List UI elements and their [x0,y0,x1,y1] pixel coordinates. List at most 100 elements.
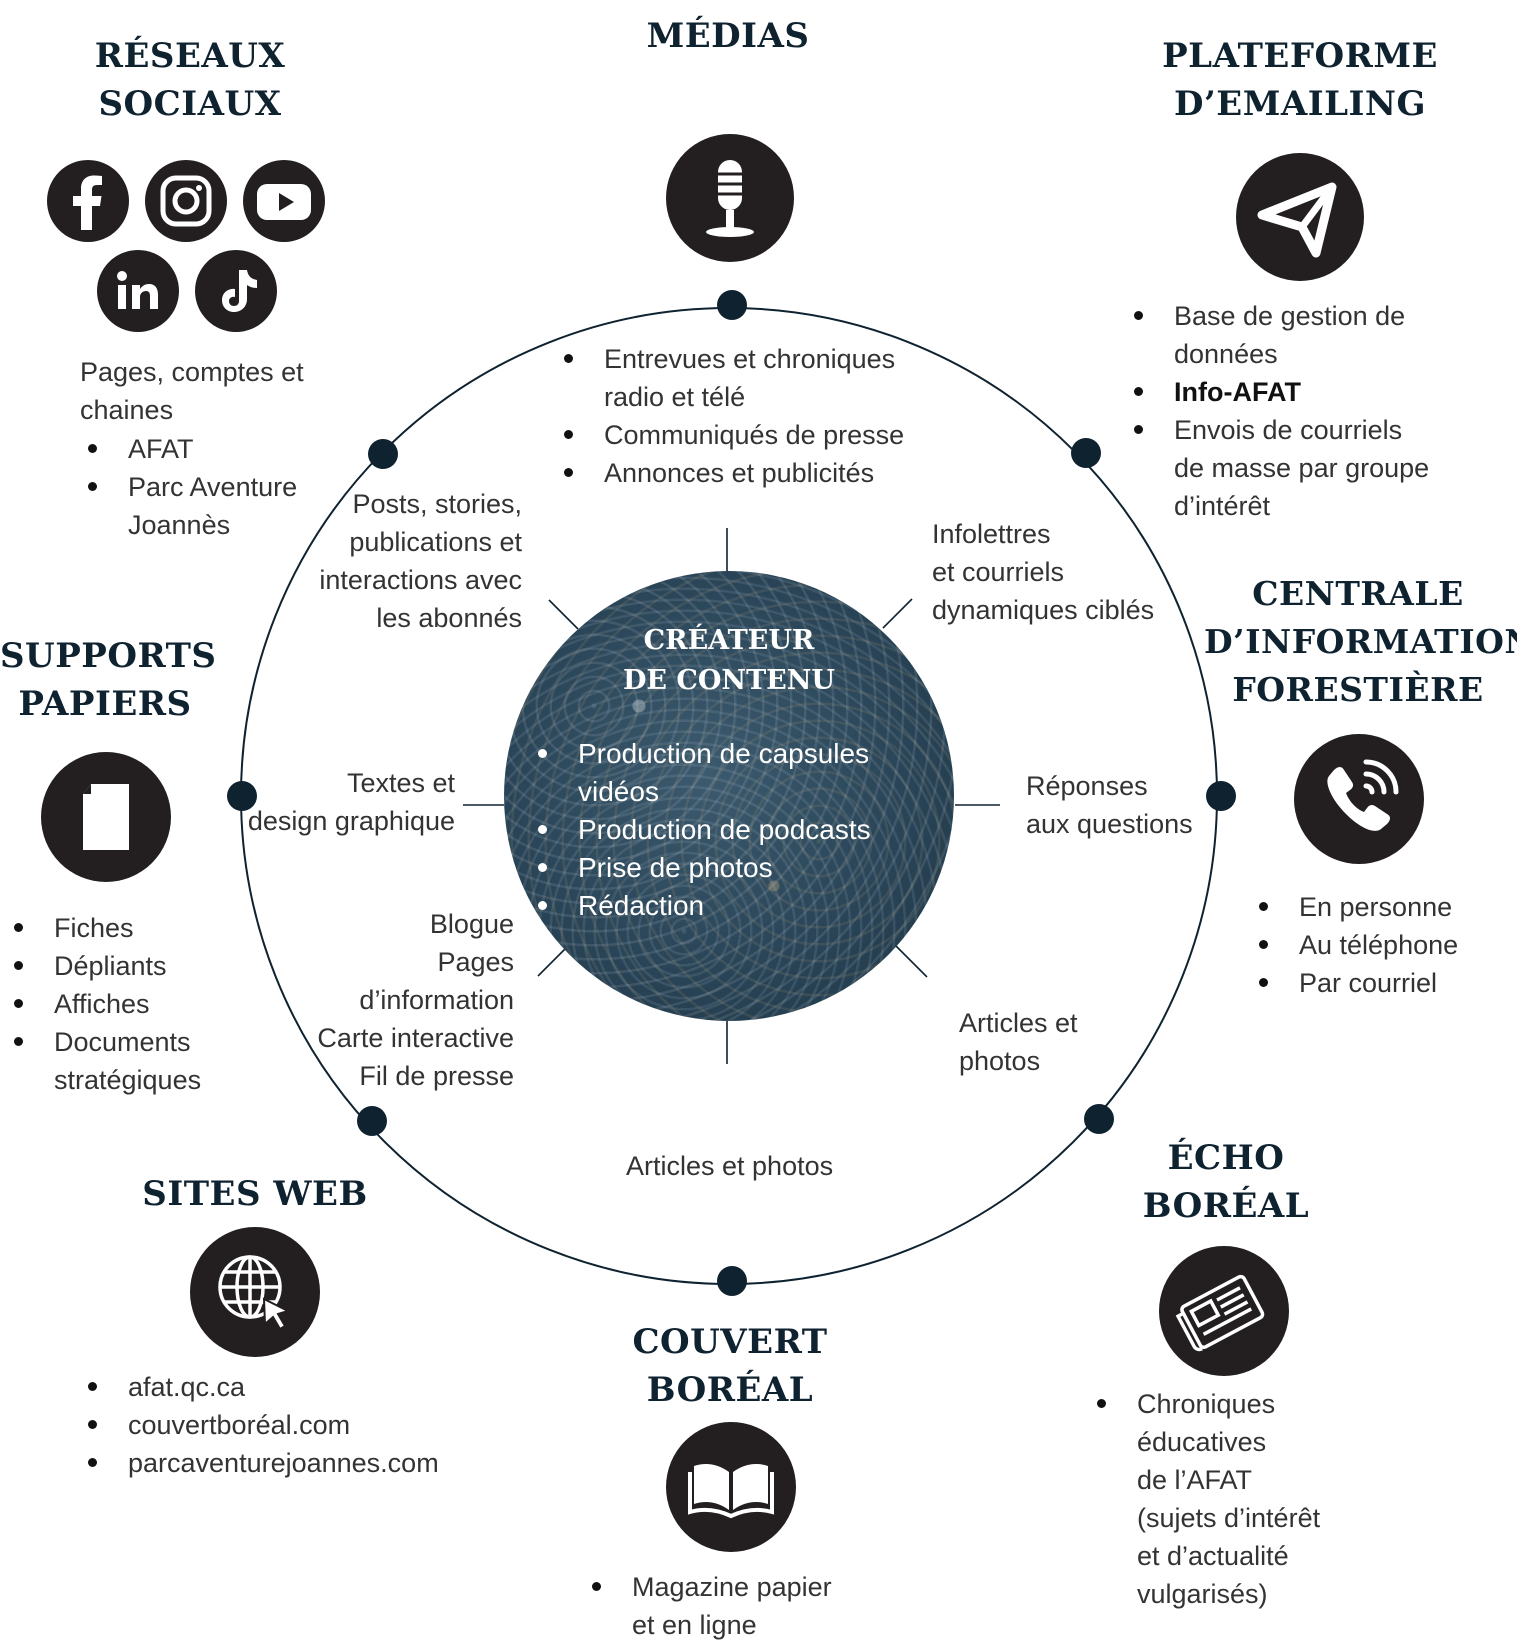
list-item: Affiches [6,985,201,1023]
reseaux-title-line2: SOCIAUX [98,84,282,124]
facebook-icon [47,160,129,242]
list-item: Base de gestion de données [1126,297,1429,373]
echo-title: ÉCHO BORÉAL [1116,1134,1336,1230]
item-line: d’intérêt [1174,491,1271,521]
medias-list: Entrevues et chroniques radio et télé Com… [556,340,904,492]
reseaux-intro-line2: chaines [80,395,174,425]
reseaux-list-continuation: Joannès [128,510,231,540]
globe-cursor-icon [190,1227,320,1357]
inner-line: d’information [359,985,514,1015]
centrale-list: En personne Au téléphone Par courriel [1251,888,1458,1002]
centrale-title-line3: FORESTIÈRE [1232,670,1484,709]
inner-line: les abonnés [376,603,522,633]
youtube-icon [243,160,325,242]
hub-title-line1: CRÉATEUR [643,625,815,656]
emailing-title-line2: D’EMAILING [1173,84,1427,124]
emailing-title-line1: PLATEFORME [1162,36,1438,76]
reseaux-title: RÉSEAUX SOCIAUX [60,32,320,128]
list-item: Prise de photos [530,849,954,887]
supports-title-line1: SUPPORTS [0,636,217,676]
tiktok-icon [195,250,277,332]
supports-inner-text: Textes et design graphique [245,764,455,840]
sites-list: afat.qc.ca couvertboréal.com parcaventur… [80,1368,439,1482]
list-item: Chroniques éducatives de l’AFAT (sujets … [1089,1385,1320,1613]
ring-node-sites [357,1106,387,1136]
inner-line: Blogue [429,909,514,939]
ring-node-emailing [1071,438,1101,468]
inner-line: Infolettres [932,519,1051,549]
item-line: de masse par groupe [1174,453,1430,483]
sites-title: SITES WEB [142,1174,368,1214]
list-item: En personne [1251,888,1458,926]
list-item: afat.qc.ca [80,1368,439,1406]
couvert-title-line2: BORÉAL [646,1370,814,1410]
echo-inner-text: Articles et photos [959,1004,1078,1080]
phone-icon [1294,734,1424,864]
couvert-inner-text: Articles et photos [626,1151,834,1181]
centrale-inner-text: Réponses aux questions [1026,767,1193,843]
list-item: Rédaction [530,887,954,925]
hub-title-line2: DE CONTENU [623,665,835,696]
item-line: éducatives [1137,1427,1267,1457]
centrale-title-line2: D’INFORMATION [1204,622,1517,661]
item-line: et en ligne [632,1610,757,1640]
list-item: Par courriel [1251,964,1458,1002]
ring-node-centrale [1206,781,1236,811]
ring-node-echo [1084,1104,1114,1134]
couvert-title: COUVERT BORÉAL [620,1318,840,1414]
inner-line: Réponses [1026,771,1148,801]
reseaux-inner-text: Posts, stories, publications et interact… [300,485,522,637]
echo-title-line2: BORÉAL [1142,1186,1310,1226]
item-line: radio et télé [604,382,746,412]
list-item: Magazine papier et en ligne [584,1568,832,1644]
list-item: Parc Aventure [80,468,297,506]
inner-line: Posts, stories, [352,489,522,519]
list-item: Communiqués de presse [556,416,904,454]
newspaper-icon [1159,1246,1289,1376]
item-line: Entrevues et chroniques [604,344,896,374]
echo-list: Chroniques éducatives de l’AFAT (sujets … [1089,1385,1320,1613]
inner-line: publications et [349,527,522,557]
book-icon [666,1422,796,1552]
item-line: Magazine papier [632,1572,832,1602]
list-item: Documents stratégiques [6,1023,201,1099]
list-item: Annonces et publicités [556,454,904,492]
reseaux-intro: Pages, comptes et chaines [80,353,304,429]
ring-node-medias [717,290,747,320]
inner-line: Fil de presse [359,1061,514,1091]
inner-line: design graphique [247,806,455,836]
hub-title: CRÉATEUR DE CONTENU [504,621,954,701]
instagram-icon [145,160,227,242]
couvert-title-line1: COUVERT [632,1322,828,1362]
list-item: parcaventurejoannes.com [80,1444,439,1482]
item-line: de l’AFAT [1137,1465,1253,1495]
inner-line: photos [959,1046,1041,1076]
emailing-title: PLATEFORME D’EMAILING [1150,32,1450,128]
inner-line: aux questions [1026,809,1193,839]
item-line: stratégiques [54,1065,202,1095]
item-line: Base de gestion de [1174,301,1406,331]
microphone-icon [666,134,794,262]
paper-plane-icon [1236,153,1364,281]
medias-title: MÉDIAS [646,16,810,56]
item-line: données [1174,339,1278,369]
couvert-list: Magazine papier et en ligne [584,1568,832,1644]
item-line: Documents [54,1027,191,1057]
ring-node-reseaux [368,439,398,469]
supports-title-line2: PAPIERS [18,684,192,724]
inner-line: Pages [437,947,514,977]
reseaux-list: AFAT Parc Aventure [80,430,297,506]
document-icon [41,752,171,882]
centrale-title-line1: CENTRALE [1252,574,1464,613]
ring-node-supports [227,781,257,811]
list-item: Entrevues et chroniques radio et télé [556,340,904,416]
inner-line: dynamiques ciblés [932,595,1155,625]
list-item: Dépliants [6,947,201,985]
supports-title: SUPPORTS PAPIERS [0,632,217,728]
item-line: Chroniques [1137,1389,1276,1419]
echo-title-line1: ÉCHO [1167,1138,1285,1178]
